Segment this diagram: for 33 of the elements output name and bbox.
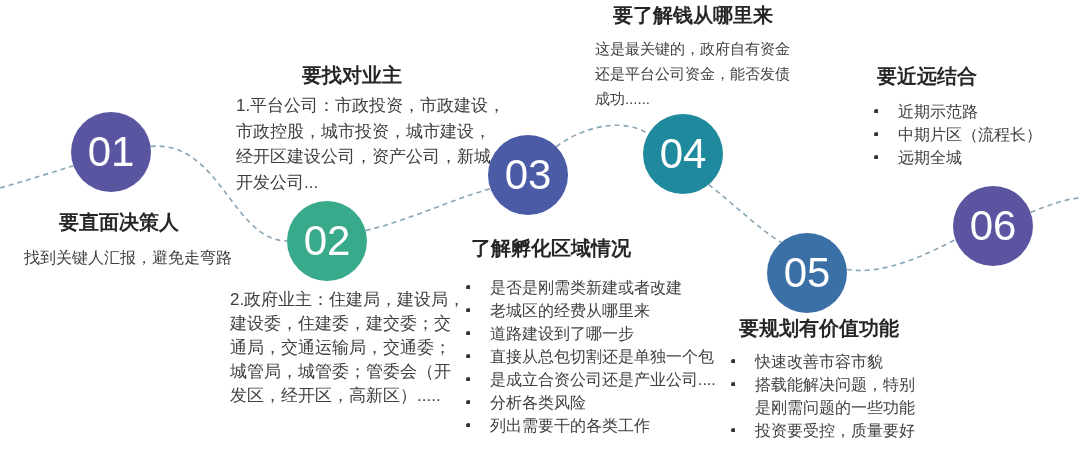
heading: 要找对业主 bbox=[302, 63, 402, 87]
heading: 要规划有价值功能 bbox=[739, 316, 899, 340]
connector-line bbox=[364, 187, 492, 232]
list-item: 老城区的经费从哪里来 bbox=[489, 300, 650, 321]
number-circle: 02 bbox=[287, 201, 367, 281]
list-item: 远期全城 bbox=[897, 147, 962, 168]
body-text: 找到关键人汇报，避免走弯路 bbox=[24, 248, 232, 268]
list-item: 中期片区（流程长） bbox=[897, 124, 1042, 145]
list-item: 列出需要干的各类工作 bbox=[489, 415, 650, 436]
body-text: 2.政府业主：住建局，建设局，建设委，住建委，建交委；交通局，交通运输局，交通委；城管局，城管委；管委会（开发区，经开区，高新区）..... bbox=[230, 289, 466, 407]
heading: 了解孵化区域情况 bbox=[471, 236, 631, 260]
number-circle: 06 bbox=[953, 186, 1033, 266]
connector-line bbox=[0, 164, 75, 189]
list-item: 是成立合资公司还是产业公司.... bbox=[489, 369, 716, 390]
number-circle: 01 bbox=[71, 112, 151, 192]
connector-line bbox=[149, 145, 288, 242]
list-item: 近期示范路 bbox=[897, 101, 978, 122]
heading: 要了解钱从哪里来 bbox=[613, 3, 773, 27]
connector-line bbox=[707, 183, 783, 244]
connector-line bbox=[1029, 197, 1080, 214]
list-item: 是否是刚需类新建或者改建 bbox=[489, 277, 682, 298]
list-item: 直接从总包切割还是单独一个包 bbox=[489, 346, 714, 367]
list-item: 投资要受控，质量要好 bbox=[754, 420, 915, 441]
number-circle: 04 bbox=[643, 114, 723, 194]
heading: 要近远结合 bbox=[877, 64, 977, 88]
list-item: 道路建设到了哪一步 bbox=[489, 323, 634, 344]
list-item: 搭载能解决问题，特别是刚需问题的一些功能 bbox=[754, 374, 916, 418]
heading: 要直面决策人 bbox=[59, 210, 179, 234]
list-item: 分析各类风险 bbox=[489, 392, 586, 413]
connector-line bbox=[846, 238, 957, 272]
body-text: 这是最关键的，政府自有资金还是平台公司资金，能否发债成功...... bbox=[595, 38, 791, 109]
list-item: 快速改善市容市貌 bbox=[754, 351, 883, 372]
number-circle: 05 bbox=[767, 233, 847, 313]
